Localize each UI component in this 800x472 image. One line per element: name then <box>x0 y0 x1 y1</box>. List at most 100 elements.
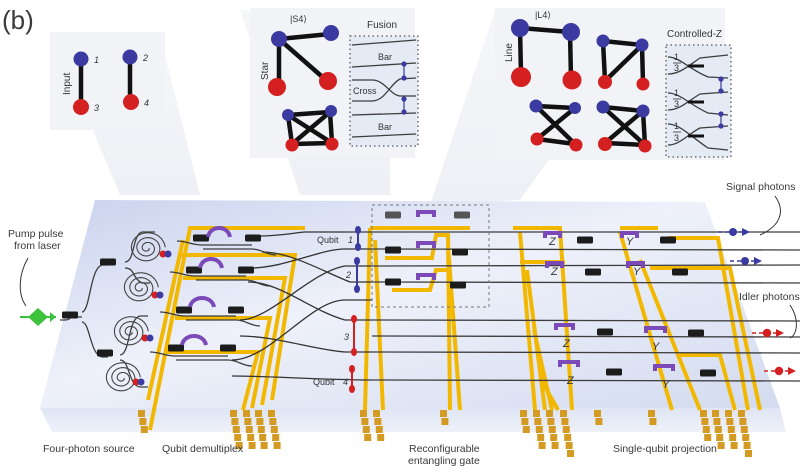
electrode-pad <box>440 410 447 417</box>
electrode-pad <box>272 434 280 441</box>
spiral-sources <box>105 232 166 392</box>
electrode-pad <box>375 426 383 433</box>
demux-waveguide <box>186 319 261 327</box>
node-label-3: 3 <box>94 103 99 113</box>
input-axis-label: Input <box>62 73 73 95</box>
electrode-pad <box>537 434 545 441</box>
node-label-1: 1 <box>94 55 99 65</box>
electrode-pad <box>364 434 372 441</box>
qubit-1-prefix: Qubit <box>317 235 339 245</box>
electrode-pad <box>273 442 281 449</box>
electrode-pad <box>714 426 722 433</box>
cz-fraction-den: 3 <box>674 133 679 143</box>
electrode-pad <box>377 434 385 441</box>
cz-fraction-den: 3 <box>674 99 679 109</box>
star-state-label: |S4⟩ <box>290 14 307 24</box>
idler-photon-2 <box>764 366 796 376</box>
electrode-pad <box>567 450 574 457</box>
electrode-pad <box>256 418 264 425</box>
node-1 <box>73 51 89 67</box>
electrode-pad <box>361 418 369 425</box>
directional-coupler <box>193 234 209 242</box>
electrode-pad <box>230 410 237 417</box>
electrode-pad <box>139 418 147 425</box>
electrode-pad <box>712 410 719 417</box>
directional-coupler <box>220 344 236 352</box>
demux-waveguide <box>169 271 246 277</box>
directional-coupler <box>385 278 401 286</box>
directional-coupler <box>585 268 601 276</box>
directional-coupler <box>238 266 254 274</box>
directional-coupler <box>700 369 716 377</box>
electrode-pad <box>374 418 382 425</box>
section-qubit-demultiplex: Qubit demultiplex <box>162 443 244 455</box>
pump-pulse: Pump pulse from laser <box>8 228 64 326</box>
directional-coupler <box>168 344 184 352</box>
qubit-markers: Qubit 1 2 3 Qubit 4 <box>313 226 361 393</box>
qubit-3-number: 3 <box>344 332 349 342</box>
output-photons: Signal photons Idler photons <box>718 181 800 376</box>
fusion-title: Fusion <box>367 20 397 31</box>
section-four-photon-source: Four-photon source <box>43 443 135 455</box>
spiral-waveguide <box>113 316 149 346</box>
electrode-pad <box>595 418 603 425</box>
qubit-3-marker <box>351 315 357 356</box>
idler-photons-label: Idler photons <box>739 291 800 303</box>
electrode-pad <box>255 410 262 417</box>
electrode-pad <box>260 442 268 449</box>
electrode-pad <box>716 434 724 441</box>
electrode-pad <box>727 426 735 433</box>
electrode-pad <box>649 418 657 425</box>
chip-slab <box>40 200 786 432</box>
demux-waveguide <box>149 351 228 357</box>
cz-fraction-num: 1 <box>674 52 679 62</box>
electrode-pad <box>520 410 527 417</box>
electrode-pad <box>534 418 542 425</box>
qubit-1-number: 1 <box>348 235 353 245</box>
electrode-pad <box>740 426 748 433</box>
electrode-pad <box>560 410 567 417</box>
directional-coupler <box>97 349 113 357</box>
directional-coupler <box>176 306 192 314</box>
entangling-gate-region <box>371 204 490 308</box>
directional-coupler <box>452 248 468 256</box>
electrode-pad <box>232 426 240 433</box>
electrode-pad <box>700 410 707 417</box>
photon-pairs <box>132 250 172 386</box>
node-4 <box>123 94 139 110</box>
electrode-pad <box>745 450 752 457</box>
directional-coupler <box>450 281 466 289</box>
directional-coupler <box>100 258 116 266</box>
directional-coupler <box>688 329 704 337</box>
cz-fraction-den: 3 <box>674 63 679 73</box>
electrode-pad <box>373 410 380 417</box>
electrode-pad <box>234 434 242 441</box>
electrode-pad <box>551 442 559 449</box>
idler-photon-1 <box>752 328 784 338</box>
electrode-pad <box>140 426 148 433</box>
node-2 <box>122 49 138 65</box>
z-gate-2: Z <box>550 266 559 278</box>
electrode-pad <box>717 442 725 449</box>
qubit-4-prefix: Qubit <box>313 377 335 387</box>
electrode-pad <box>702 426 710 433</box>
electrode-pad <box>138 410 145 417</box>
section-labels: Four-photon source Qubit demultiplex Rec… <box>43 443 717 467</box>
y-gate-4: Y <box>662 379 670 391</box>
electrode-pad <box>701 418 709 425</box>
cz-fraction-num: 1 <box>674 121 679 131</box>
electrode-pad <box>521 418 529 425</box>
electrode-pad <box>738 410 745 417</box>
pump-label-line1: Pump pulse <box>8 228 64 240</box>
directional-coupler <box>577 236 593 244</box>
electrode-pad <box>742 434 750 441</box>
phase-shifters <box>180 210 675 371</box>
gate-labels: Z Z Z Z Y Y Y Y <box>548 236 670 391</box>
line-state-label: |L4⟩ <box>535 10 551 20</box>
section-entangling-gate-line1: Reconfigurable <box>409 443 480 455</box>
electrode-pad <box>548 426 556 433</box>
electrode-pad <box>730 442 738 449</box>
waveguides <box>60 231 800 388</box>
panel-label: (b) <box>2 5 34 35</box>
cz-title: Controlled-Z <box>667 29 722 40</box>
